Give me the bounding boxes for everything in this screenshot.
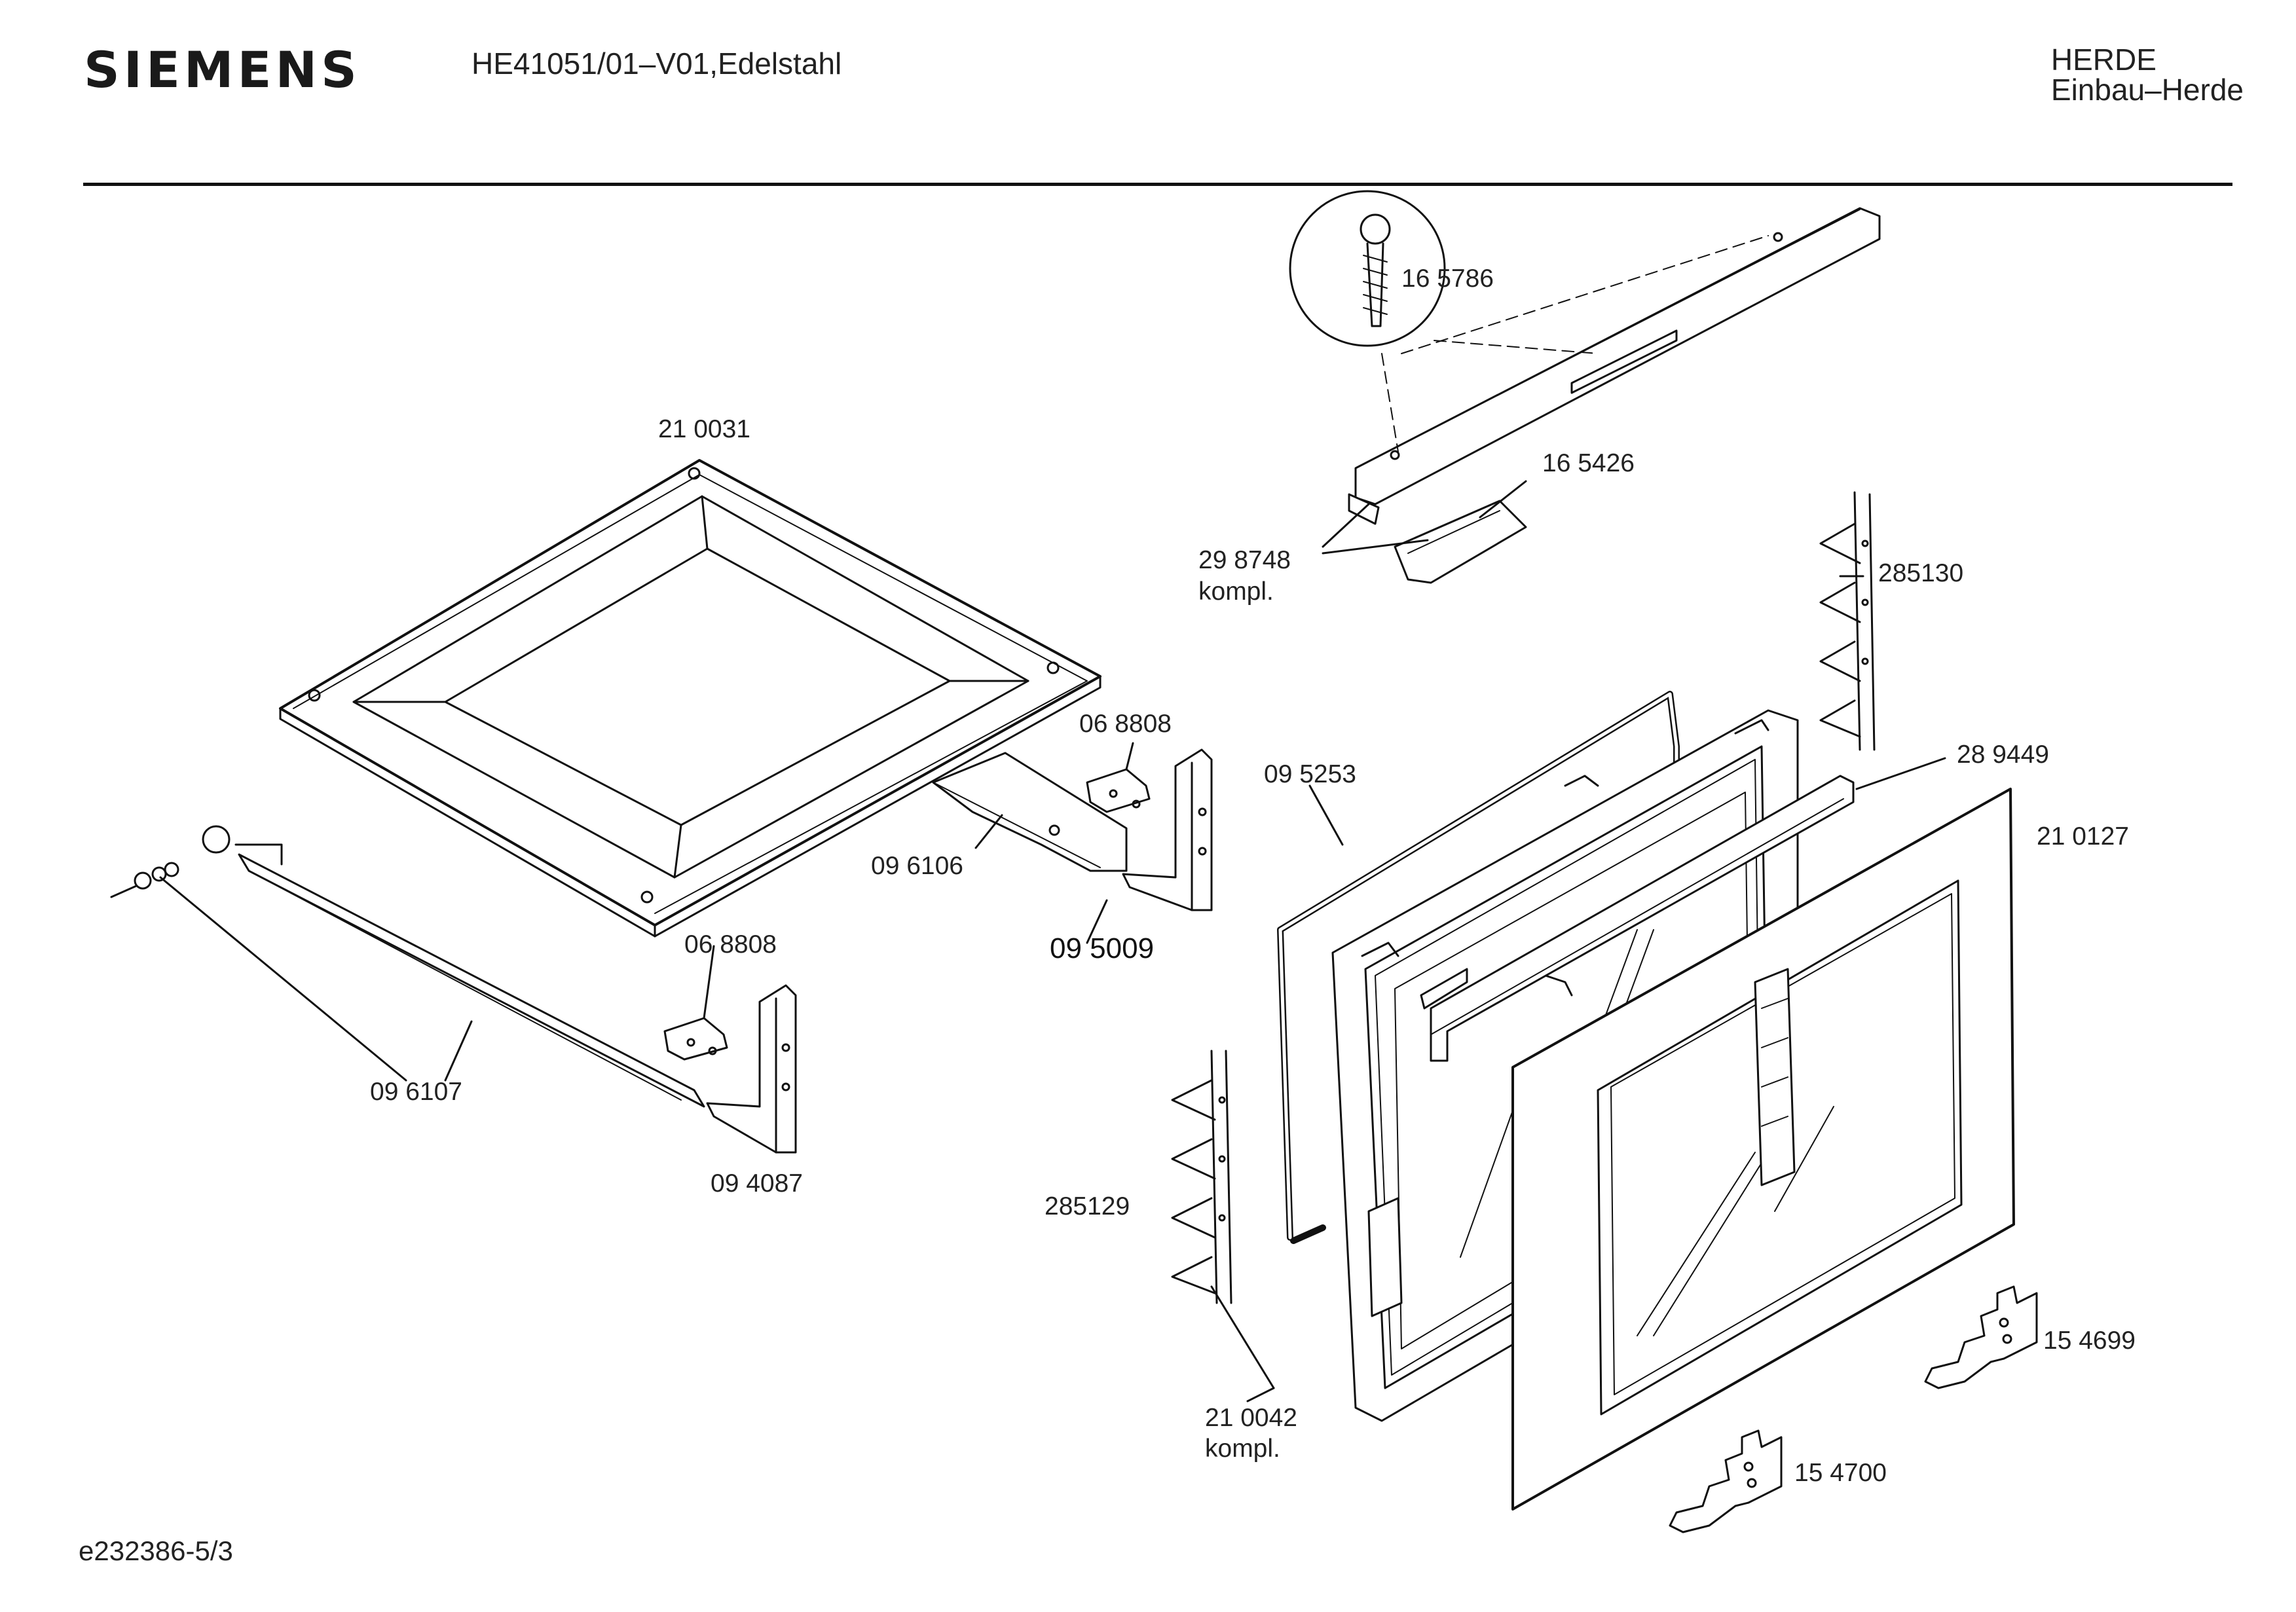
brand-logo: SIEMENS xyxy=(84,41,361,99)
label-165426: 16 5426 xyxy=(1542,449,1635,477)
category-line-2: Einbau–Herde xyxy=(2050,73,2244,107)
top-glass-panel xyxy=(279,459,1102,938)
rack-left xyxy=(1171,1050,1232,1304)
label-096107: 09 6107 xyxy=(370,1078,462,1106)
label-285129: 285129 xyxy=(1045,1192,1130,1220)
label-210042: 21 0042 xyxy=(1205,1404,1297,1432)
label-298748-note: kompl. xyxy=(1198,577,1274,606)
door-handle xyxy=(1348,207,1881,525)
label-165786: 16 5786 xyxy=(1401,265,1494,293)
hinge-bracket-left xyxy=(1669,1429,1783,1533)
clip-upper xyxy=(1086,768,1151,813)
label-298748: 29 8748 xyxy=(1198,546,1291,574)
bracket-lower xyxy=(706,984,797,1154)
front-rail xyxy=(202,825,705,1108)
label-094087: 09 4087 xyxy=(711,1169,803,1198)
dash-leaders xyxy=(1381,235,1769,452)
label-154699: 15 4699 xyxy=(2043,1327,2136,1355)
label-096106: 09 6106 xyxy=(871,852,963,880)
door-gasket xyxy=(1277,691,1680,1244)
screw-detail-magnifier xyxy=(1289,190,1446,347)
label-068808-lower: 06 8808 xyxy=(684,930,777,959)
rack-right xyxy=(1819,491,1876,751)
label-095009: 09 5009 xyxy=(1050,932,1154,964)
label-095253: 09 5253 xyxy=(1264,760,1356,788)
label-289449: 28 9449 xyxy=(1957,741,2049,769)
glass-holder-strip xyxy=(1430,775,1855,1062)
label-285130: 285130 xyxy=(1878,559,1963,587)
label-210127: 21 0127 xyxy=(2037,822,2129,851)
bracket-upper xyxy=(1122,748,1213,911)
part-labels: 16 5786 21 0031 16 5426 29 8748 kompl. 2… xyxy=(370,265,2136,1487)
door-hinge-column xyxy=(1754,968,1796,1186)
leader-lines xyxy=(159,480,1946,1402)
label-210031: 21 0031 xyxy=(658,415,750,443)
label-210042-note: kompl. xyxy=(1205,1435,1280,1463)
header-rule xyxy=(83,183,2232,186)
hinge-bracket-right xyxy=(1924,1285,2038,1389)
category-line-1: HERDE xyxy=(2050,43,2157,77)
clip-lower xyxy=(663,1017,728,1061)
screw-hardware xyxy=(110,862,179,898)
label-154700: 15 4700 xyxy=(1794,1459,1887,1487)
category-block: HERDE Einbau–Herde xyxy=(2051,45,2244,105)
drawing-reference: e232386-5/3 xyxy=(79,1535,233,1566)
side-rail-upper xyxy=(932,752,1128,872)
handle-end-cap xyxy=(1394,500,1527,584)
model-title: HE41051/01–V01,Edelstahl xyxy=(472,46,842,81)
label-068808-upper: 06 8808 xyxy=(1079,710,1172,738)
